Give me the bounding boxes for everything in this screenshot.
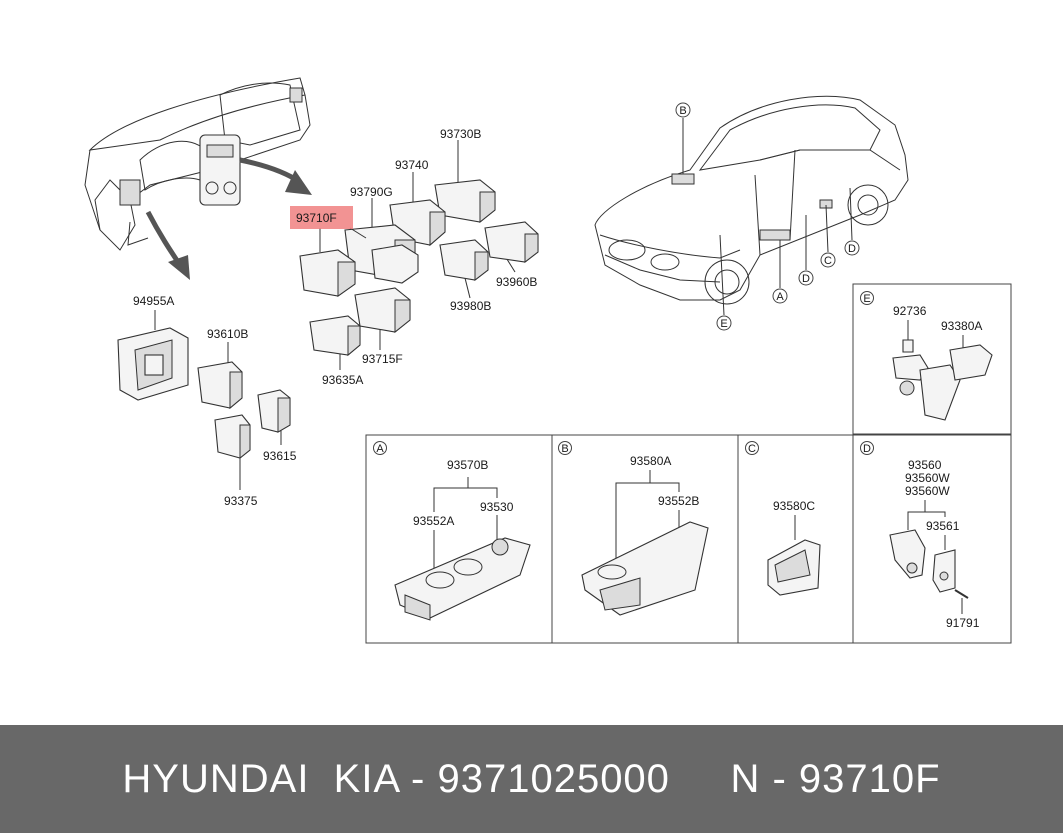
arrow-icon <box>145 210 190 280</box>
label-93375: 93375 <box>224 494 258 508</box>
svg-text:D: D <box>848 243 856 255</box>
lower-left-parts <box>117 310 291 490</box>
svg-text:D: D <box>863 443 871 455</box>
car-illustration <box>594 95 909 316</box>
svg-text:A: A <box>376 443 384 455</box>
svg-text:E: E <box>863 293 870 305</box>
label-93552A: 93552A <box>413 514 454 528</box>
panel-c: C 93580C <box>737 434 854 644</box>
label-93561: 93561 <box>926 519 960 533</box>
label-93560W: 93560W <box>905 471 950 485</box>
callout-c: C <box>820 252 836 268</box>
highlight-box <box>290 206 353 229</box>
callout-b: B <box>675 102 691 118</box>
panel-d: D 93560 93560W 93560W 93561 91791 <box>852 434 1012 644</box>
switch-parts-group <box>299 140 539 370</box>
footer-part-number: HYUNDAI KIA - 9371025000 N - 93710F <box>122 756 941 801</box>
dash-part-labels: 93730B 93740 93790G 93710F 93960B 93980B… <box>296 127 537 387</box>
label-93530: 93530 <box>480 500 514 514</box>
callout-d: D <box>844 240 860 256</box>
callout-d: D <box>798 270 814 286</box>
svg-text:E: E <box>720 318 727 330</box>
callout-a: A <box>772 288 788 304</box>
label-93715F: 93715F <box>362 352 403 366</box>
panel-e: E 92736 93380A <box>852 283 1012 435</box>
label-93710F: 93710F <box>296 211 337 225</box>
label-93560: 93560 <box>908 458 942 472</box>
car-callouts: B A D C D E <box>675 102 860 331</box>
label-91791: 91791 <box>946 616 980 630</box>
lower-left-labels: 94955A 93610B 93615 93375 <box>133 294 297 508</box>
parts-diagram: 93730B 93740 93790G 93710F 93960B 93980B… <box>84 77 1012 644</box>
svg-text:D: D <box>802 273 810 285</box>
label-93730B: 93730B <box>440 127 481 141</box>
label-93610B: 93610B <box>207 327 248 341</box>
label-93790G: 93790G <box>350 185 393 199</box>
panel-a: A 93570B 93552A 93530 <box>365 434 553 644</box>
label-93740: 93740 <box>395 158 429 172</box>
svg-text:C: C <box>824 255 832 267</box>
svg-text:A: A <box>776 291 784 303</box>
label-93560W: 93560W <box>905 484 950 498</box>
label-93580C: 93580C <box>773 499 815 513</box>
svg-text:B: B <box>679 105 686 117</box>
label-93980B: 93980B <box>450 299 491 313</box>
label-93380A: 93380A <box>941 319 982 333</box>
label-93552B: 93552B <box>658 494 699 508</box>
label-93570B: 93570B <box>447 458 488 472</box>
svg-text:C: C <box>748 443 756 455</box>
label-93580A: 93580A <box>630 454 671 468</box>
svg-text:B: B <box>561 443 568 455</box>
panel-b: B 93580A 93552B <box>551 434 739 644</box>
callout-e: E <box>716 315 732 331</box>
label-93615: 93615 <box>263 449 297 463</box>
footer-bar: HYUNDAI KIA - 9371025000 N - 93710F <box>0 725 1063 833</box>
dashboard-illustration <box>84 77 311 251</box>
label-93960B: 93960B <box>496 275 537 289</box>
arrow-icon <box>239 157 312 195</box>
label-94955A: 94955A <box>133 294 174 308</box>
label-93635A: 93635A <box>322 373 363 387</box>
label-92736: 92736 <box>893 304 927 318</box>
